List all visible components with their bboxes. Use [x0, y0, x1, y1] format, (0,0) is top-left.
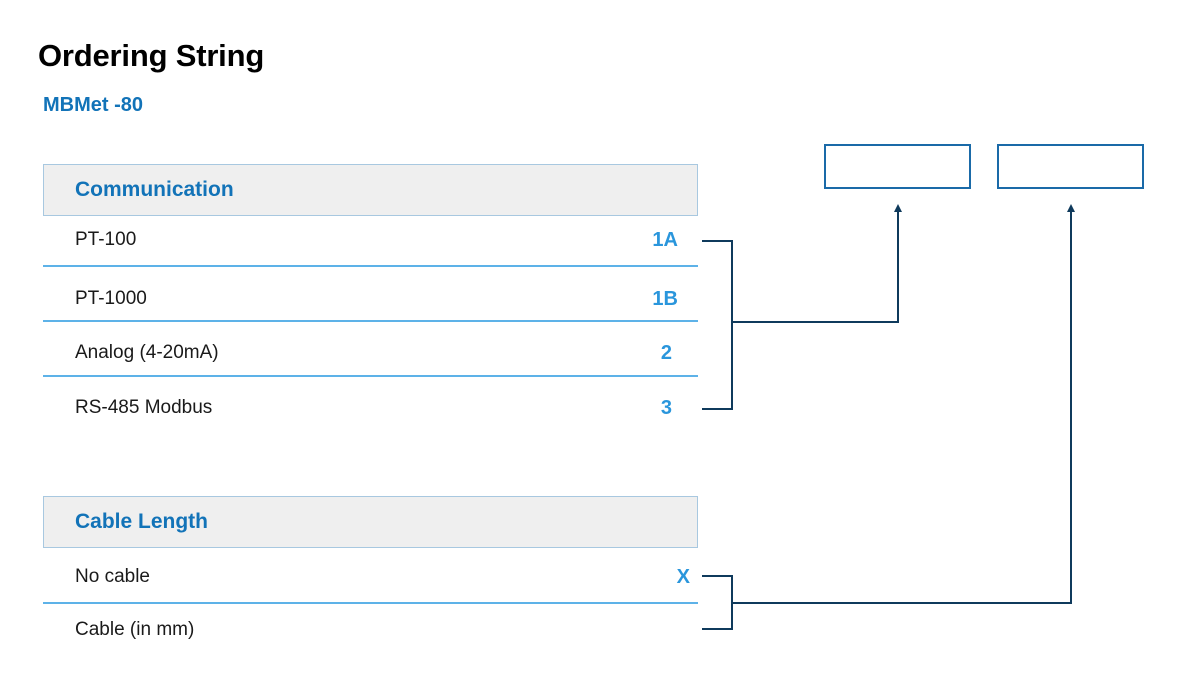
option-code: X [676, 566, 690, 588]
code-box-cable-length[interactable] [997, 144, 1144, 189]
section-header-communication: Communication [43, 164, 698, 216]
option-code: 1B [652, 288, 678, 310]
row-divider [43, 320, 698, 322]
section-header-label: Communication [75, 178, 234, 201]
option-code: 2 [660, 342, 672, 364]
product-name: MBMet -80 [43, 94, 144, 116]
option-label: Cable (in mm) [75, 619, 195, 640]
option-label: RS-485 Modbus [75, 397, 213, 418]
row-divider [43, 602, 698, 604]
option-code: 1A [652, 229, 678, 251]
row-divider [43, 375, 698, 377]
option-label: PT-1000 [75, 288, 147, 309]
code-box-communication[interactable] [824, 144, 971, 189]
leader-line [732, 210, 899, 323]
arrow-up-icon [1067, 204, 1075, 212]
option-label: PT-100 [75, 229, 137, 250]
option-label: Analog (4-20mA) [75, 342, 219, 363]
bracket-line [702, 575, 733, 630]
row-divider [43, 265, 698, 267]
leader-line [732, 210, 1072, 604]
bracket-line [702, 240, 733, 410]
section-header-label: Cable Length [75, 510, 209, 533]
page-title: Ordering String [38, 38, 265, 73]
cable-length-bracket [702, 210, 1072, 630]
communication-bracket [702, 210, 899, 410]
section-header-cable-length: Cable Length [43, 496, 698, 548]
arrow-up-icon [894, 204, 902, 212]
option-code: 3 [660, 397, 672, 419]
option-label: No cable [75, 566, 150, 587]
